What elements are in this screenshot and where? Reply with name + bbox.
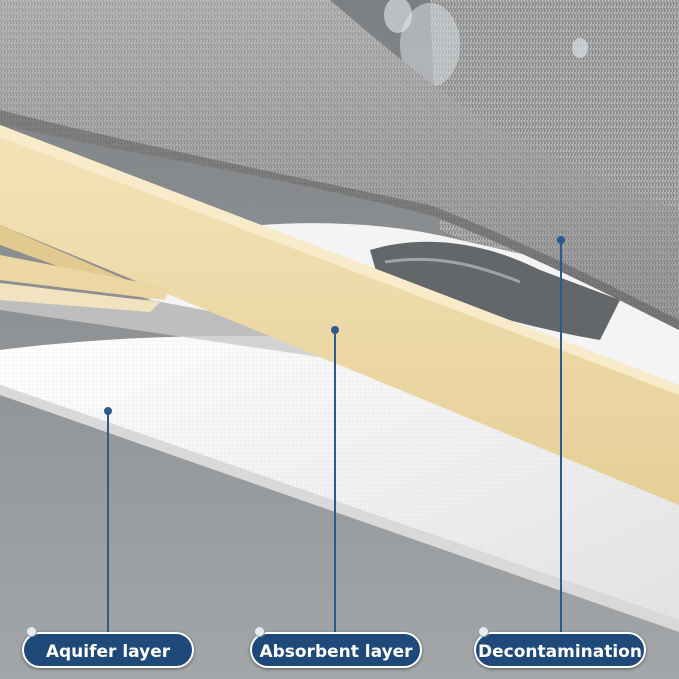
- dirt-highlight: [384, 257, 521, 284]
- absorbent-layer-top: [0, 125, 679, 395]
- dirt-patch: [370, 241, 620, 340]
- water-drop-icon: [572, 38, 588, 58]
- decontamination-text: Decontamination: [478, 642, 642, 662]
- decontamination-label: Decontamination: [474, 632, 646, 668]
- aquifer-label-knob: [26, 626, 37, 637]
- aquifer-layer-text: Aquifer layer: [45, 642, 171, 662]
- decontamination-label-knob: [478, 626, 489, 637]
- absorbent-thin-strip: [0, 283, 160, 312]
- aquifer-layer-edge: [0, 385, 679, 632]
- absorbent-layer-text: Absorbent layer: [259, 642, 413, 662]
- absorbent-lower-strip: [0, 255, 170, 300]
- absorbent-label-knob: [254, 626, 265, 637]
- water-drop-icon: [384, 0, 412, 33]
- decontamination-marker-dot: [557, 236, 565, 244]
- aquifer-marker-dot: [104, 407, 112, 415]
- water-drop-icon: [400, 3, 460, 87]
- absorbent-layer-shape: [0, 125, 679, 505]
- absorbent-marker-dot: [331, 326, 339, 334]
- fur-shadow: [0, 110, 679, 330]
- absorbent-layer-label: Absorbent layer: [250, 632, 422, 668]
- aquifer-layer-label: Aquifer layer: [22, 632, 194, 668]
